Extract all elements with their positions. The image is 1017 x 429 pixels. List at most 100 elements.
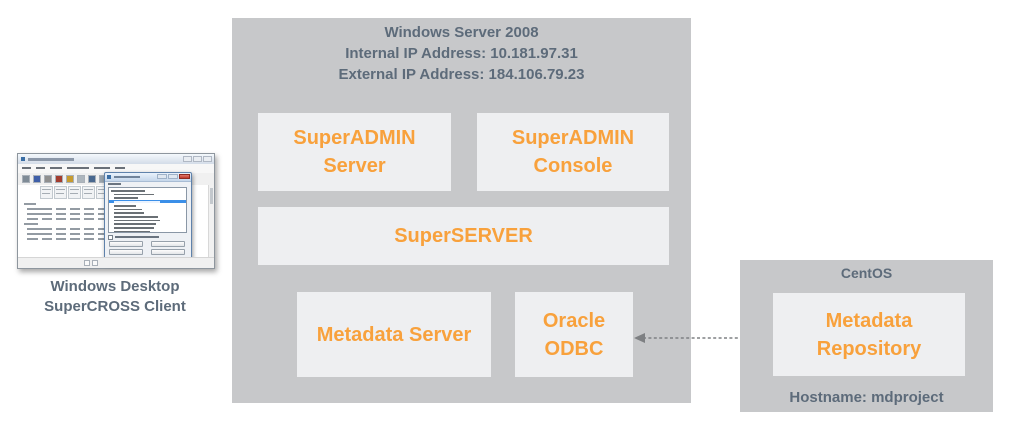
row-label-bar (27, 228, 47, 230)
dialog-button (151, 249, 185, 255)
list-item-text-bar (114, 197, 138, 200)
list-item-text-bar (114, 212, 144, 214)
cell-value-bar (70, 228, 80, 230)
server-external-ip: External IP Address: 184.106.79.23 (338, 66, 585, 83)
list-item-text-bar (114, 215, 158, 218)
cell-value-bar (56, 208, 66, 210)
dialog-button (109, 241, 143, 247)
header-text-bar (42, 193, 50, 194)
list-item-text-bar (114, 223, 156, 226)
toolbar-icon (66, 175, 74, 183)
list-item-text-bar (114, 230, 150, 232)
server-header: Windows Server 2008 Internal IP Address:… (232, 22, 691, 85)
cell-value-bar (56, 213, 66, 215)
header-text-bar (98, 193, 106, 194)
cell-value-bar (42, 233, 52, 235)
dialog-title-text-bar (114, 176, 140, 178)
cell-value-bar (98, 213, 108, 215)
vertical-scrollbar (208, 185, 214, 258)
client-caption: Windows Desktop SuperCROSS Client (44, 278, 186, 315)
toolbar-icon (44, 175, 52, 183)
box-superadmin-server: SuperADMIN Server (258, 113, 451, 191)
row-label-bar (27, 233, 47, 235)
dialog-list-item (109, 219, 186, 222)
dialog-list-box (108, 187, 187, 233)
row-label-bar (24, 203, 36, 205)
window-title-text-bar (28, 158, 74, 161)
list-item-text-bar (114, 204, 136, 207)
cell-value-bar (98, 208, 108, 210)
mini-statusbar (18, 257, 214, 268)
cell-value-bar (84, 208, 94, 210)
mini-window-content (18, 172, 214, 263)
header-text-bar (42, 189, 51, 190)
cell-value-bar (84, 238, 94, 240)
list-item-text-bar (114, 201, 160, 203)
dialog-list-item (109, 193, 186, 196)
dialog-maximize-icon (168, 174, 178, 179)
list-item-text-bar (111, 190, 145, 192)
dialog-button (151, 241, 185, 247)
cell-value-bar (70, 208, 80, 210)
mini-dialog-titlebar (105, 173, 191, 182)
scrollbar-thumb (210, 188, 213, 204)
dialog-list-item (109, 204, 186, 207)
toolbar-icon (33, 175, 41, 183)
window-controls (183, 156, 212, 162)
list-item-text-bar (114, 227, 154, 229)
app-icon (21, 157, 25, 161)
close-icon (203, 156, 212, 162)
list-item-text-bar (114, 208, 142, 211)
dialog-list-item (109, 215, 186, 218)
cell-value-bar (42, 208, 52, 210)
cell-value-bar (98, 218, 108, 220)
box-metadata-repository: Metadata Repository (773, 293, 965, 376)
box-superadmin-console: SuperADMIN Console (477, 113, 669, 191)
box-superserver: SuperSERVER (258, 207, 669, 265)
cell-value-bar (42, 228, 52, 230)
header-text-bar (84, 193, 92, 194)
supercross-client-screenshot (17, 153, 215, 269)
dialog-field-label-bar (108, 183, 121, 185)
dialog-list-item-selected (109, 200, 186, 204)
mini-crosstab-table (23, 186, 168, 246)
menu-item-bar (94, 167, 110, 169)
header-text-bar (56, 189, 65, 190)
toolbar-icon (22, 175, 30, 183)
row-label-bar (24, 223, 38, 225)
centos-hostname: Hostname: mdproject (789, 389, 944, 406)
dialog-list-item (109, 226, 186, 229)
row-label-bar (27, 213, 47, 215)
header-text-bar (70, 193, 78, 194)
cell-value-bar (84, 218, 94, 220)
row-label-bar (27, 238, 38, 240)
box-metadata-server: Metadata Server (297, 292, 491, 377)
header-text-bar (56, 193, 64, 194)
cell-value-bar (98, 238, 108, 240)
cell-value-bar (56, 238, 66, 240)
dialog-icon (107, 175, 111, 179)
centos-group: CentOS Metadata Repository Hostname: mdp… (740, 260, 993, 412)
dialog-list-item (109, 208, 186, 211)
dialog-list-item (109, 189, 186, 192)
header-text-bar (84, 189, 93, 190)
cell-value-bar (42, 238, 52, 240)
mini-dialog (104, 172, 192, 263)
dialog-close-icon (179, 174, 190, 179)
toolbar-icon (88, 175, 96, 183)
menu-item-bar (50, 167, 62, 169)
server-internal-ip: Internal IP Address: 10.181.97.31 (345, 45, 578, 62)
cell-value-bar (70, 218, 80, 220)
server-title: Windows Server 2008 (384, 24, 539, 41)
checkbox-label-bar (115, 236, 159, 238)
header-text-bar (70, 189, 79, 190)
cell-value-bar (42, 213, 52, 215)
maximize-icon (193, 156, 202, 162)
menu-item-bar (115, 167, 125, 169)
row-label-bar (27, 208, 47, 210)
dialog-minimize-icon (157, 174, 167, 179)
cell-value-bar (84, 233, 94, 235)
checkbox-icon (108, 235, 113, 240)
list-item-text-bar (114, 219, 160, 222)
